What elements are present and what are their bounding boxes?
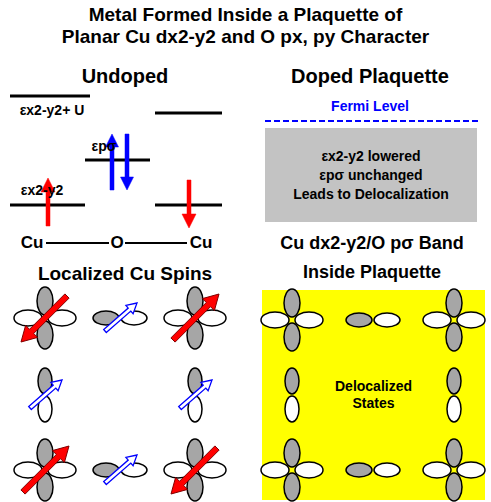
energy-level — [10, 95, 90, 98]
atom-label: Cu — [190, 233, 213, 253]
cu-spin-arrow — [21, 446, 69, 494]
energy-level — [10, 204, 85, 207]
fermi-level-line — [265, 120, 478, 122]
node-text: εx2-y2 lowered — [321, 147, 420, 166]
orbital-lobe — [37, 473, 53, 501]
energy-label: εx2-y2 — [21, 182, 63, 198]
orbital-lobe — [37, 287, 53, 315]
energy-level — [155, 204, 222, 207]
panel-caption: Cu dx2-y2/O pσ Band — [280, 233, 463, 254]
orbital-lobe — [187, 287, 203, 315]
orbital-lobe — [93, 311, 119, 325]
orbital-lobe — [446, 323, 462, 351]
orbital-lobe — [284, 473, 300, 501]
orbital-lobe — [295, 312, 323, 328]
orbital-lobe — [37, 321, 53, 349]
orbital-lobe — [285, 396, 299, 422]
fermi-label: Fermi Level — [331, 98, 409, 114]
cu-spin-arrow — [21, 294, 69, 342]
spin-up-arrow — [41, 178, 55, 226]
orbital-lobe — [284, 289, 300, 317]
orbital-lobe — [187, 473, 203, 501]
o-spin-arrow — [104, 455, 137, 485]
orbital-lobe — [285, 368, 299, 394]
orbital-lobe — [457, 312, 485, 328]
spin-down-arrow — [121, 134, 134, 190]
orbital-lobe — [423, 312, 451, 328]
cu-spin-arrow — [171, 294, 219, 342]
node-text: εpσ unchanged — [319, 166, 422, 185]
orbital-lobe — [187, 321, 203, 349]
orbital-lobe — [14, 310, 42, 326]
orbital-lobe — [295, 462, 323, 478]
panel-heading: Undoped — [82, 65, 169, 88]
o-spin-arrow — [104, 303, 137, 333]
orbital-lobe — [187, 439, 203, 467]
orbital-lobe — [198, 310, 226, 326]
orbital-lobe — [447, 396, 461, 422]
o-spin-arrow — [29, 380, 62, 410]
delocalized-band-box: Delocalized States — [262, 290, 485, 500]
energy-level — [155, 112, 222, 115]
orbital-lobe — [446, 289, 462, 317]
energy-level — [85, 159, 150, 162]
orbital-lobe — [198, 462, 226, 478]
orbital-lobe — [37, 439, 53, 467]
orbital-lobe — [457, 462, 485, 478]
panel-heading: Doped Plaquette — [291, 65, 449, 88]
energy-label: εx2-y2+ U — [20, 102, 85, 118]
spin-up-arrow — [106, 134, 119, 190]
orbital-lobe — [14, 462, 42, 478]
orbital-lobe — [121, 311, 147, 325]
orbital-lobe — [121, 463, 147, 477]
orbital-lobe — [261, 462, 289, 478]
o-spin-arrow — [179, 380, 212, 410]
spin-down-arrow — [182, 180, 196, 228]
orbital-lobe — [93, 463, 119, 477]
orbital-lobe — [284, 439, 300, 467]
orbital-lobe — [374, 313, 400, 327]
orbital-lobe — [38, 396, 52, 422]
orbital-lobe — [284, 323, 300, 351]
energy-label: εpσ — [92, 138, 117, 154]
orbital-lobe — [164, 462, 192, 478]
orbital-lobe — [446, 439, 462, 467]
bond-line — [125, 242, 187, 244]
panel-caption: Localized Cu Spins — [38, 263, 212, 285]
orbital-lobe — [164, 310, 192, 326]
diagram-title: Metal Formed Inside a Plaquette of Plana… — [10, 4, 481, 48]
orbital-lobe — [48, 310, 76, 326]
orbital-lobe — [346, 463, 372, 477]
orbital-lobe — [188, 396, 202, 422]
orbital-lobe — [446, 473, 462, 501]
bond-line — [46, 242, 109, 244]
panel-caption: Inside Plaquette — [303, 262, 441, 283]
orbital-lobe — [447, 368, 461, 394]
orbital-lobe — [423, 462, 451, 478]
orbital-lobe — [261, 312, 289, 328]
atom-label: Cu — [21, 233, 44, 253]
orbital-lobe — [188, 368, 202, 394]
node-text: Leads to Delocalization — [293, 185, 449, 204]
orbital-lobe — [374, 463, 400, 477]
orbital-lobe — [346, 313, 372, 327]
doped-level-box: εx2-y2 loweredεpσ unchangedLeads to Delo… — [265, 128, 477, 222]
cu-spin-arrow — [171, 446, 219, 494]
orbital-lobe — [48, 462, 76, 478]
atom-label: O — [110, 233, 123, 253]
node-text: Delocalized States — [334, 378, 414, 412]
orbital-lobe — [38, 368, 52, 394]
